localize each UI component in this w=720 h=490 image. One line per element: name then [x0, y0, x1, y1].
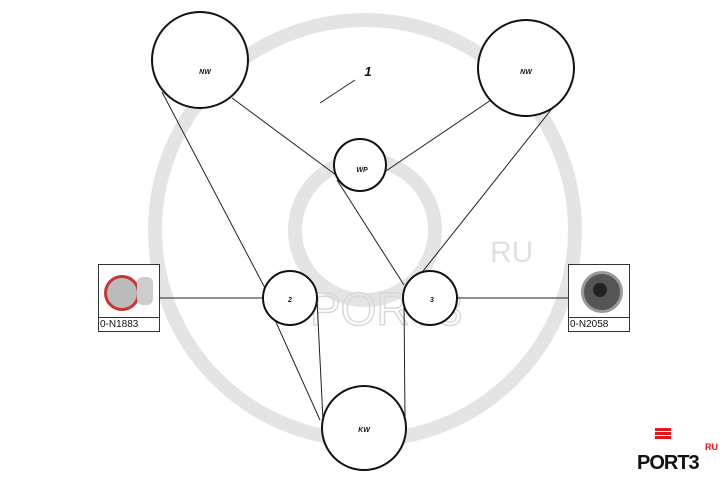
pulley-kw — [321, 385, 407, 471]
pulley-label-nw-left: NW — [199, 69, 212, 76]
part-code: 0-N2058 — [570, 319, 609, 330]
pulley-label-wp: WP — [356, 167, 368, 174]
piston-icon — [655, 428, 671, 440]
pulley-label-3: 3 — [430, 297, 434, 304]
pulley-label-kw: KW — [358, 427, 371, 434]
tensioner-image — [99, 265, 159, 318]
pulley-label-2: 2 — [287, 297, 292, 304]
pulley-wp — [333, 138, 387, 192]
callout-leader — [319, 79, 356, 104]
idler-image — [569, 265, 629, 318]
logo-ru: RU — [705, 442, 718, 452]
pulley-nw-left — [151, 11, 249, 109]
watermark-ru: RU — [490, 236, 533, 269]
part-idler-0-N2058[interactable]: 0-N2058 — [568, 264, 630, 332]
pulley-label-nw-right: NW — [520, 69, 533, 76]
pulleys — [151, 11, 575, 471]
logo-text: PORT3 — [637, 452, 700, 474]
part-code: 0-N1883 — [100, 319, 139, 330]
pulley-idler-2 — [262, 270, 318, 326]
part-tensioner-0-N1883[interactable]: 0-N1883 — [98, 264, 160, 332]
pulley-idler-3 — [402, 270, 458, 326]
pulley-nw-right — [477, 19, 575, 117]
callout-number: 1 — [364, 64, 371, 79]
port3-logo: RU PORT3 — [637, 428, 718, 478]
